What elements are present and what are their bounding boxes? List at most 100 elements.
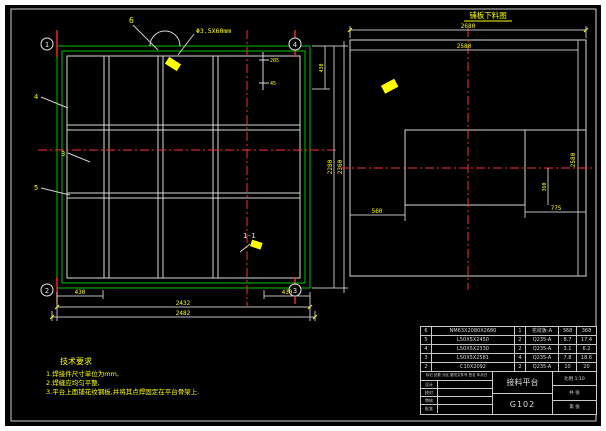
marker-2: 2 — [45, 287, 49, 295]
plate-dim-lines — [349, 26, 587, 276]
sign-label: 设计 — [421, 381, 438, 388]
section-callout: 1-1 — [239, 232, 263, 253]
note-line-2: 2.焊缝应均匀平整, — [46, 379, 100, 387]
note-line-1: 1.焊接件尺寸单位为mm, — [46, 370, 119, 378]
sign-label: 批准 — [421, 405, 438, 413]
frame-outline — [56, 45, 311, 289]
corner-detail: 205 45 — [259, 52, 279, 90]
balloon-5: 5 — [34, 184, 38, 192]
right-dim-lines — [312, 41, 348, 293]
section-highlight-marker — [250, 239, 263, 250]
bom-seq: 3 — [421, 354, 432, 362]
dim-560: 560 — [372, 208, 383, 215]
bom-qty: 4 — [515, 354, 526, 362]
left-view: 1 4 2 3 6 Φ3.5X60mm 4 3 — [34, 16, 348, 321]
bom-spec: L50X5X2450 — [432, 336, 515, 344]
sign-row: 批准 — [421, 405, 492, 413]
dim-2432: 2432 — [176, 300, 191, 307]
sheet-border — [10, 8, 597, 422]
bom-unit-weight: 368 — [559, 327, 577, 335]
dim-2482: 2482 — [176, 310, 191, 317]
marker-4: 4 — [293, 41, 297, 49]
balloon-3: 3 — [61, 150, 65, 158]
sign-row: 审核 — [421, 397, 492, 405]
bom-total-weight: 17.4 — [580, 337, 593, 343]
technical-notes: 技术要求 1.焊接件尺寸单位为mm, 2.焊缝应均匀平整, 3.平台上面铺花纹钢… — [46, 356, 261, 397]
plate-dim-ticks — [347, 27, 589, 33]
bom-unit-weight: 3.1 — [559, 345, 577, 353]
revision-header: 标记 处数 分区 更改文件号 签名 年月日 — [421, 372, 492, 381]
plate-centerlines — [340, 28, 597, 290]
dim-430-top-right: 430 — [319, 63, 325, 72]
dim-430-right: 430 — [282, 289, 293, 296]
bom-seq: 2 — [421, 363, 432, 371]
detail-highlight-marker — [164, 56, 182, 72]
detail-dim-205: 205 — [270, 58, 279, 64]
sign-cell — [438, 381, 492, 388]
bom-seq: 5 — [421, 336, 432, 344]
bom-unit-weight: 10 — [559, 363, 577, 371]
balloon-6: 6 — [129, 16, 134, 25]
bom-material: Q235-A — [526, 345, 559, 353]
detail-dim-45: 45 — [270, 81, 276, 87]
sign-label: 审核 — [421, 397, 438, 404]
marker-3: 3 — [293, 287, 297, 295]
bom-qty: 2 — [515, 363, 526, 371]
revision-area: 标记 处数 分区 更改文件号 签名 年月日 设计 校对 审核 批准 — [421, 372, 493, 414]
bom-spec: NM63X2080X2680 — [432, 327, 515, 335]
title-name-area: 接料平台 G102 — [493, 372, 553, 414]
sign-row: 设计 — [421, 381, 492, 389]
right-view: 铺板下料图 — [340, 10, 597, 290]
bom-total-weight: 368 — [581, 328, 592, 334]
bom-total-weight: 6.2 — [582, 346, 591, 352]
bottom-dim-lines — [51, 290, 316, 321]
section-marks — [56, 30, 296, 304]
dim-430-left: 430 — [75, 289, 86, 296]
sheet-number-cell: 第 张 — [569, 405, 580, 411]
section-label: 1-1 — [243, 232, 256, 240]
hole-callout: 6 Φ3.5X60mm — [129, 16, 231, 72]
dim-2680: 2680 — [461, 23, 476, 30]
bom-qty: 1 — [515, 327, 526, 335]
dim-2360: 2360 — [337, 159, 344, 174]
marker-circle-4 — [288, 37, 302, 51]
title-meta-area: 比例 1:10 共 张 第 张 — [553, 372, 596, 414]
bom-spec: L50X5X2581 — [432, 354, 515, 362]
dim-2580-right: 2580 — [570, 152, 577, 167]
dim-2580-top: 2580 — [457, 43, 472, 50]
bom-qty: 2 — [515, 345, 526, 353]
drawing-number: G102 — [509, 399, 536, 409]
dim-360: 360 — [542, 182, 548, 191]
corner-markers: 1 4 2 3 — [40, 37, 302, 297]
plate-highlight-marker — [380, 78, 399, 94]
marker-circle-1 — [40, 37, 54, 51]
hole-note: Φ3.5X60mm — [196, 27, 231, 35]
sign-cell — [438, 397, 492, 404]
bom-seq: 6 — [421, 327, 432, 335]
sign-cell — [438, 405, 492, 413]
bom-unit-weight: 8.7 — [559, 336, 577, 344]
bom-spec: L50X5X2330 — [432, 345, 515, 353]
note-line-3: 3.平台上面铺花纹钢板,并将其点焊固定在平台骨架上. — [46, 388, 200, 396]
sign-row: 校对 — [421, 389, 492, 397]
bom-material: Q235-A — [526, 336, 559, 344]
top-notch-arc — [149, 30, 181, 47]
marker-circle-2 — [40, 283, 54, 297]
marker-1: 1 — [45, 41, 49, 49]
bottom-dim-ticks — [49, 304, 318, 320]
sign-cell — [438, 389, 492, 396]
bom-total-weight: 18.6 — [580, 355, 593, 361]
title-block-lower: 标记 处数 分区 更改文件号 签名 年月日 设计 校对 审核 批准 接料平台 G… — [421, 372, 596, 414]
bom-material: Q235-A — [526, 363, 559, 371]
bom-seq: 4 — [421, 345, 432, 353]
centerlines — [38, 30, 336, 306]
bom-material: Q235-A — [526, 354, 559, 362]
sign-label: 校对 — [421, 389, 438, 396]
